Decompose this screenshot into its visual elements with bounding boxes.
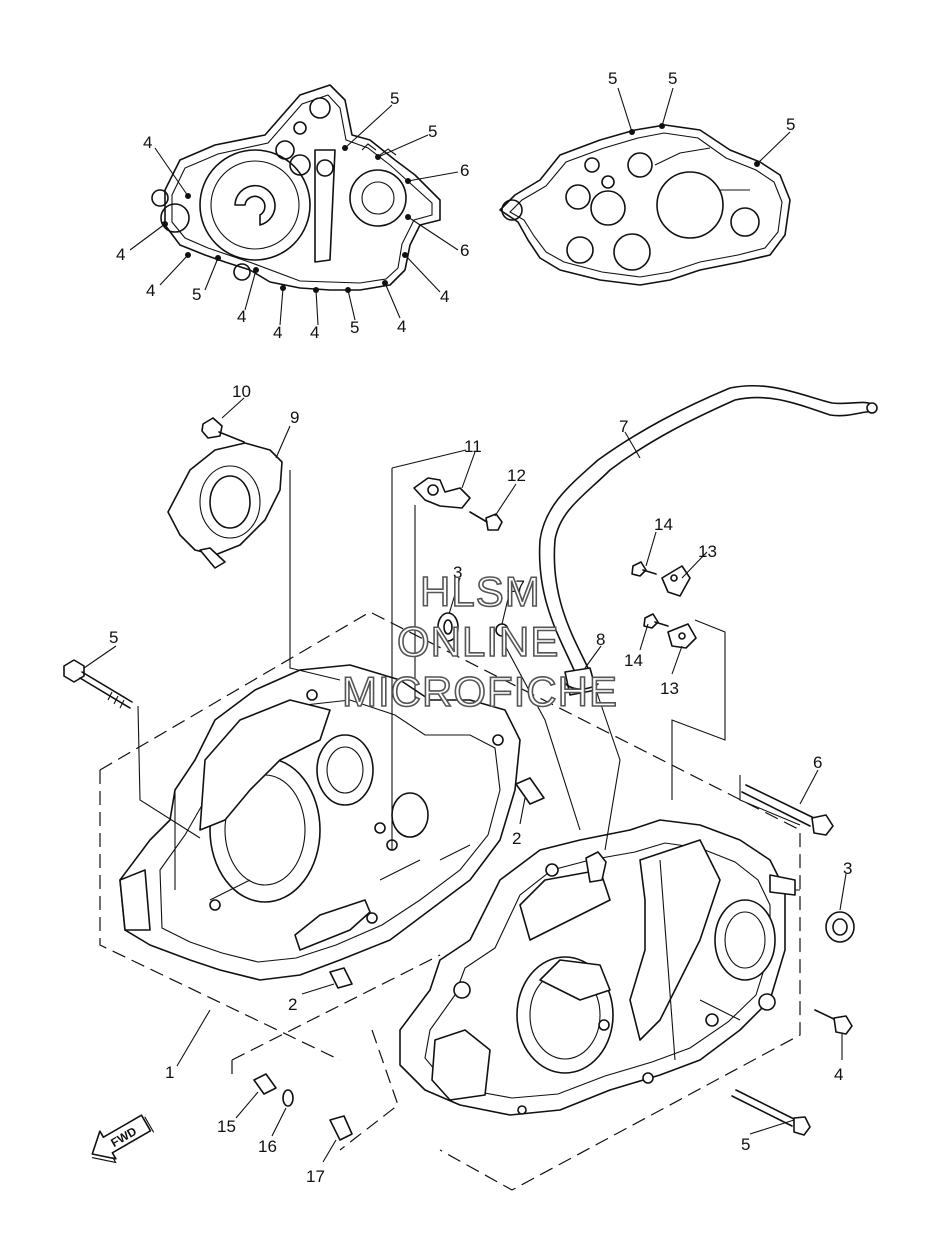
svg-text:MICROFICHE: MICROFICHE — [342, 668, 618, 715]
part-label-17: 17 — [506, 577, 525, 596]
part-label-17: 17 — [306, 1167, 325, 1186]
breather-hose — [538, 384, 878, 696]
part-label-13: 13 — [660, 679, 679, 698]
part-label-5: 5 — [741, 1135, 750, 1154]
bearing-plate — [167, 442, 283, 569]
svg-text:HLSM: HLSM — [420, 568, 541, 615]
callout-4: 4 — [237, 307, 246, 326]
part-label-12: 12 — [507, 466, 526, 485]
part-label-2: 2 — [288, 995, 297, 1014]
assembly-dashed-outlines — [99, 611, 801, 1191]
part-label-10: 10 — [232, 382, 251, 401]
callout-5: 5 — [786, 115, 795, 134]
union-8 — [585, 851, 607, 883]
part-label-3: 3 — [453, 563, 462, 582]
part-label-5: 5 — [109, 628, 118, 647]
callout-4: 4 — [146, 281, 155, 300]
gasket-dowel-dots — [162, 145, 411, 293]
callout-4: 4 — [273, 323, 282, 342]
part-label-13: 13 — [698, 542, 717, 561]
callout-4: 4 — [310, 323, 319, 342]
part-label-6: 6 — [813, 753, 822, 772]
oil-seal-3-upper — [437, 612, 459, 642]
bolt-5-upper — [63, 659, 133, 709]
part-number-labels: 1 2 2 3 3 4 5 5 6 7 8 9 10 11 12 13 13 1… — [109, 382, 852, 1186]
callout-5: 5 — [428, 122, 437, 141]
callout-5: 5 — [192, 285, 201, 304]
bolt-4 — [814, 1009, 853, 1035]
part-label-14: 14 — [654, 515, 673, 534]
part-label-1: 1 — [165, 1063, 174, 1082]
left-crankcase-half — [119, 664, 521, 981]
right-crankcase-half — [399, 819, 800, 1116]
part-label-11: 11 — [464, 437, 482, 456]
dowel-pins-2 — [329, 777, 545, 989]
part-label-2: 2 — [512, 829, 521, 848]
part-label-16: 16 — [258, 1137, 277, 1156]
callout-4: 4 — [143, 133, 152, 152]
bolt-10 — [201, 417, 245, 443]
part-label-7: 7 — [619, 417, 628, 436]
svg-text:ONLINE: ONLINE — [397, 618, 559, 665]
callout-5: 5 — [608, 69, 617, 88]
oil-seal-3-right — [825, 911, 855, 943]
callout-6: 6 — [460, 161, 469, 180]
callout-5: 5 — [390, 89, 399, 108]
part-label-15: 15 — [217, 1117, 236, 1136]
callout-leaders — [83, 397, 847, 1163]
part-label-9: 9 — [290, 408, 299, 427]
callout-6: 6 — [460, 241, 469, 260]
hose-clamp — [413, 477, 503, 531]
callout-4: 4 — [440, 287, 449, 306]
bolt-6 — [741, 784, 834, 836]
callout-4: 4 — [397, 317, 406, 336]
small-parts-15-16-17 — [253, 1073, 353, 1141]
part-label-14: 14 — [624, 651, 643, 670]
guide-brackets — [631, 561, 697, 649]
part-label-3: 3 — [843, 859, 852, 878]
callout-5: 5 — [668, 69, 677, 88]
fwd-arrow: FWD — [91, 1114, 155, 1164]
part-label-4: 4 — [834, 1065, 843, 1084]
callout-4: 4 — [116, 245, 125, 264]
callout-5: 5 — [350, 318, 359, 337]
left-crankcase-gasket-view: 4 5 5 6 6 4 4 4 5 4 4 4 5 4 — [116, 84, 469, 342]
right-crankcase-gasket-view: 5 5 5 — [499, 69, 795, 286]
watermark: HLSM ONLINE MICROFICHE — [341, 567, 618, 716]
part-label-8: 8 — [596, 630, 605, 649]
bolt-5-lower — [731, 1089, 811, 1136]
